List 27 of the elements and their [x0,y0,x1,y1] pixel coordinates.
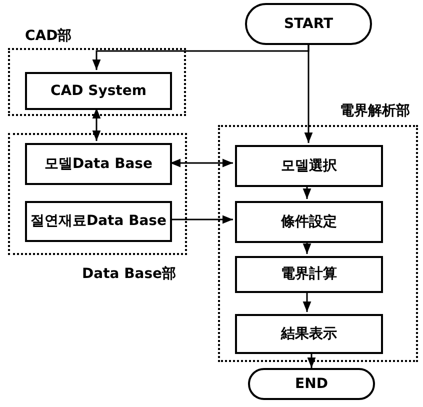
process-box [25,72,172,110]
node-label: 結果表示 [281,324,337,344]
process-box [25,143,172,185]
arrow [302,241,312,254]
node-label: 條件設定 [281,212,337,232]
arrow [170,158,233,168]
node-label: END [295,374,328,394]
arrow [302,291,312,312]
group-heading: 電界解析部 [340,102,410,121]
group-heading: Data Base部 [82,264,176,284]
node-label: 절연재료Data Base [30,212,167,231]
process-box [235,201,383,243]
arrow [92,108,101,141]
arrow [302,185,312,199]
process-box [25,201,172,242]
group-heading: CAD部 [25,26,72,46]
arrow [307,352,316,368]
node-label: START [284,14,334,34]
arrow [304,45,313,143]
node-label: CAD System [50,82,146,100]
arrow [170,215,233,224]
process-box [235,256,383,293]
node-label: 모델選択 [281,156,337,176]
node-label: 모델Data Base [44,154,153,174]
process-box [235,145,383,187]
process-box [235,314,383,354]
node-label: 電界計算 [281,265,337,284]
